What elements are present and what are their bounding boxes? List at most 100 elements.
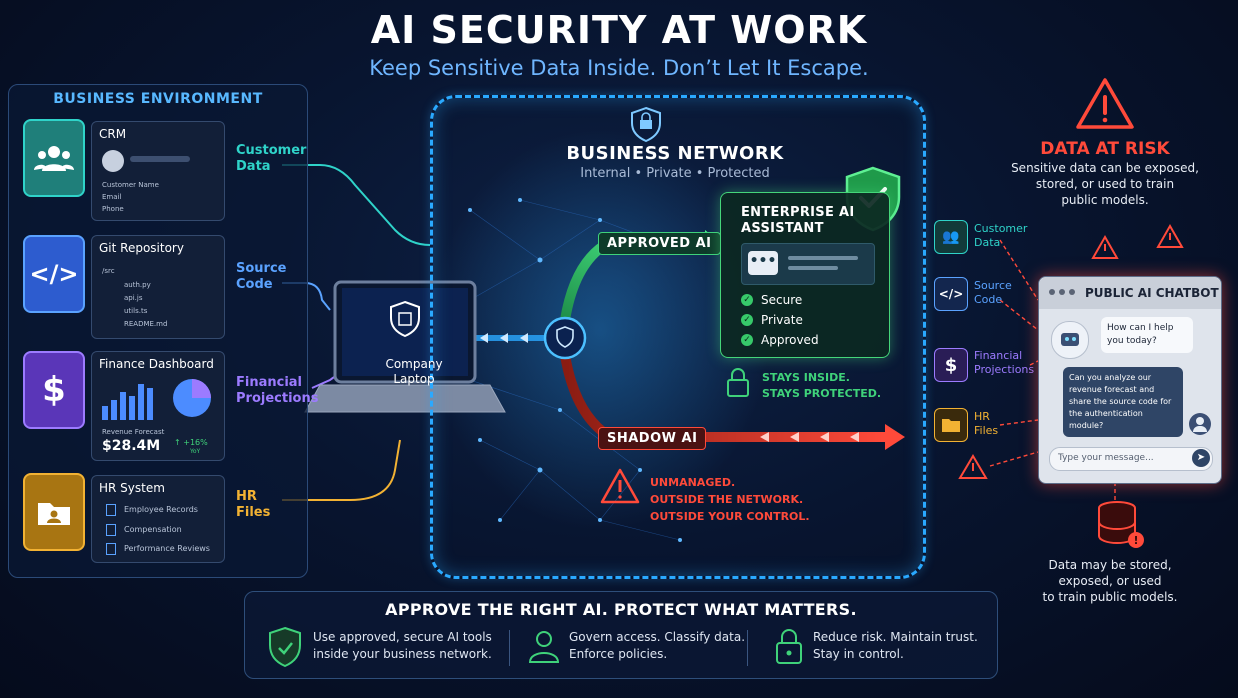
bottom-title: APPROVE THE RIGHT AI. PROTECT WHAT MATTE… bbox=[385, 600, 857, 619]
laptop-label: Company Laptop bbox=[360, 357, 468, 387]
hr-record: Performance Reviews bbox=[124, 544, 210, 553]
approved-ai-tag: APPROVED AI bbox=[598, 232, 721, 255]
label-line: Financial bbox=[236, 375, 303, 390]
file-item: README.md bbox=[124, 320, 168, 328]
folder-icon bbox=[934, 408, 968, 442]
flow-arrows-blue bbox=[480, 333, 528, 343]
label-line: Customer bbox=[236, 143, 307, 158]
label-line: Projections bbox=[236, 391, 319, 406]
hub-shield-icon bbox=[556, 326, 574, 348]
file-item: /src bbox=[102, 267, 115, 275]
business-environment-title: BUSINESS ENVIRONMENT bbox=[53, 91, 263, 107]
chat-message-input[interactable]: Type your message... ➤ bbox=[1049, 447, 1213, 471]
chatbot-header: PUBLIC AI CHATBOT bbox=[1039, 277, 1221, 309]
check-label: Private bbox=[761, 313, 803, 327]
check-private: ✓Private bbox=[741, 313, 803, 327]
crm-tile bbox=[23, 119, 85, 197]
text-line: UNMANAGED. bbox=[650, 476, 736, 489]
label-line: Files bbox=[974, 424, 999, 437]
public-ai-chatbot-window: PUBLIC AI CHATBOT How can I help you tod… bbox=[1038, 276, 1222, 484]
text-line: OUTSIDE YOUR CONTROL. bbox=[650, 510, 810, 523]
unmanaged-warning-icon bbox=[600, 468, 640, 504]
label-line: HR bbox=[974, 410, 990, 423]
risk-source-label: Source Code bbox=[974, 279, 1012, 307]
label-line: HR bbox=[236, 489, 257, 504]
label-line: Data bbox=[236, 159, 271, 174]
risk-hr-label: HR Files bbox=[974, 410, 998, 438]
bottom-item-1: Use approved, secure AI tools inside you… bbox=[313, 629, 492, 663]
database-icon: ! bbox=[1098, 501, 1144, 548]
financial-projections-label: Financial Projections bbox=[236, 375, 318, 407]
small-warning-icons bbox=[958, 223, 1184, 479]
document-icon bbox=[106, 524, 116, 536]
hr-files-label: HR Files bbox=[236, 489, 270, 521]
text-line: STAYS PROTECTED. bbox=[762, 387, 882, 400]
git-tile: </> bbox=[23, 235, 85, 313]
database-risk-text: Data may be stored, exposed, or used to … bbox=[1020, 557, 1200, 605]
dollar-icon: $ bbox=[934, 348, 968, 382]
dollar-icon: $ bbox=[42, 370, 66, 410]
metric-change: ↑ +16% bbox=[174, 438, 208, 447]
enterprise-title-line: ENTERPRISE AI bbox=[741, 205, 855, 220]
page-subtitle: Keep Sensitive Data Inside. Don’t Let It… bbox=[369, 56, 869, 80]
crm-field: Phone bbox=[102, 205, 124, 213]
hr-title: HR System bbox=[99, 481, 165, 495]
label-line: Projections bbox=[974, 363, 1035, 376]
metric-period: YoY bbox=[190, 448, 201, 455]
business-network-boundary bbox=[430, 95, 926, 579]
hr-tile bbox=[23, 473, 85, 551]
hr-record: Compensation bbox=[124, 525, 182, 534]
document-icon bbox=[106, 543, 116, 555]
chat-preview: ••• bbox=[741, 243, 875, 285]
connector-hr bbox=[282, 439, 401, 501]
text-line: Govern access. Classify data. bbox=[569, 630, 746, 644]
avatar bbox=[102, 150, 124, 172]
label-line: Code bbox=[236, 277, 273, 292]
network-lock-icon bbox=[631, 106, 661, 143]
code-icon: </> bbox=[29, 260, 79, 288]
placeholder-bar bbox=[788, 266, 838, 270]
check-secure: ✓Secure bbox=[741, 293, 802, 307]
label-line: Laptop bbox=[393, 372, 435, 386]
padlock-icon bbox=[776, 629, 802, 664]
customer-data-label: Customer Data bbox=[236, 143, 306, 175]
check-label: Approved bbox=[761, 333, 819, 347]
bot-message: How can I help you today? bbox=[1101, 317, 1193, 353]
git-card: Git Repository /src auth.py api.js utils… bbox=[91, 235, 225, 339]
enterprise-title-line: ASSISTANT bbox=[741, 221, 824, 236]
crm-field: Email bbox=[102, 193, 122, 201]
unmanaged-text: UNMANAGED. OUTSIDE THE NETWORK. OUTSIDE … bbox=[650, 474, 810, 525]
hub-circle bbox=[543, 316, 587, 360]
finance-card: Finance Dashboard Revenue Forecast $28.4… bbox=[91, 351, 225, 461]
user-message: Can you analyze our revenue forecast and… bbox=[1063, 367, 1183, 437]
shadow-ai-tag: SHADOW AI bbox=[598, 427, 707, 450]
text-line: STAYS INSIDE. bbox=[762, 371, 850, 384]
text-line: stored, or used to train bbox=[1035, 177, 1175, 191]
shadow-arrow-head bbox=[885, 424, 905, 450]
warning-triangle-icon bbox=[1076, 78, 1134, 129]
robot-avatar-icon bbox=[1051, 321, 1089, 359]
check-icon: ✓ bbox=[741, 334, 753, 346]
window-dot bbox=[1069, 289, 1075, 295]
data-at-risk-title: DATA AT RISK bbox=[1040, 139, 1170, 159]
text-line: Data may be stored, bbox=[1048, 558, 1172, 572]
hr-record: Employee Records bbox=[124, 505, 198, 514]
send-icon[interactable]: ➤ bbox=[1192, 449, 1210, 467]
bottom-item-2: Govern access. Classify data. Enforce po… bbox=[569, 629, 745, 663]
text-line: Reduce risk. Maintain trust. bbox=[813, 630, 978, 644]
bottom-item-3: Reduce risk. Maintain trust. Stay in con… bbox=[813, 629, 978, 663]
finance-title: Finance Dashboard bbox=[99, 357, 214, 371]
label-line: Source bbox=[974, 279, 1012, 292]
chatbot-title: PUBLIC AI CHATBOT bbox=[1085, 286, 1219, 300]
laptop-icon bbox=[304, 280, 506, 413]
crm-card: CRM Customer Name Email Phone bbox=[91, 121, 225, 221]
finance-tile: $ bbox=[23, 351, 85, 429]
text-line: Enforce policies. bbox=[569, 647, 668, 661]
data-at-risk-text: Sensitive data can be exposed, stored, o… bbox=[1010, 160, 1200, 208]
text-line: Use approved, secure AI tools bbox=[313, 630, 492, 644]
file-item: utils.ts bbox=[124, 307, 148, 315]
label-line: Data bbox=[974, 236, 1001, 249]
padlock-icon bbox=[727, 368, 749, 397]
folder-icon bbox=[38, 503, 70, 525]
